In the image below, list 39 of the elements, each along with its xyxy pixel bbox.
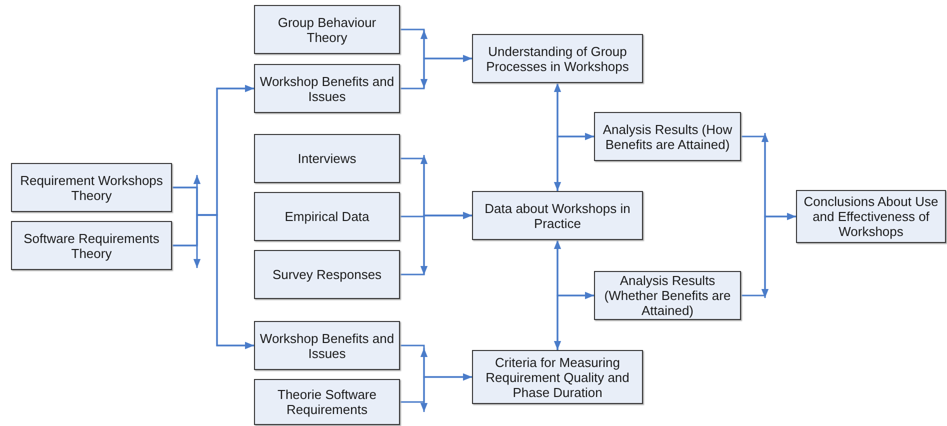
- process-box: [254, 64, 400, 113]
- box-text: Survey Responses: [271, 267, 383, 282]
- box-text: Criteria for Measuring Requirement Quality and Phase Duration: [484, 354, 630, 400]
- box-text: Data about Workshops in Practice: [484, 200, 632, 230]
- arrow: [554, 240, 562, 350]
- arrow: [556, 292, 594, 350]
- process-box: [11, 163, 172, 212]
- process-box: [254, 134, 400, 183]
- arrow: [400, 212, 472, 276]
- process-box: [472, 34, 643, 83]
- arrow: [554, 83, 562, 191]
- box-text: Workshop Benefits and Issues: [258, 74, 396, 104]
- box-text: Conclusions About Use and Effectiveness of Workshops: [802, 194, 940, 239]
- process-box: [254, 321, 400, 370]
- process-box: [254, 5, 400, 54]
- box-text: Analysis Results (How Benefits are Attained): [602, 122, 734, 152]
- box-text: Theorie Software Requirements: [276, 387, 378, 417]
- process-box: [11, 221, 172, 270]
- box-text: Workshop Benefits and Issues: [258, 330, 396, 360]
- process-box: [594, 271, 741, 320]
- box-text: Group Behaviour Theory: [276, 14, 378, 44]
- process-box: [472, 350, 643, 404]
- arrow: [400, 373, 472, 403]
- box-text: Interviews: [296, 151, 358, 166]
- arrow: [400, 54, 472, 90]
- box-text: Software Requirements Theory: [22, 230, 160, 260]
- process-box: [254, 250, 400, 299]
- process-box: [594, 112, 741, 161]
- box-text: Analysis Results (Whether Benefits are Attained): [603, 273, 732, 318]
- process-box: [254, 379, 400, 425]
- box-text: Empirical Data: [284, 209, 370, 224]
- box-text: Requirement Workshops Theory: [19, 172, 164, 202]
- arrow: [556, 132, 594, 191]
- arrow: [741, 212, 796, 296]
- arrow: [172, 214, 254, 350]
- box-text: Understanding of Group Processes in Workshops: [485, 44, 630, 74]
- process-box: [796, 190, 946, 243]
- process-box: [472, 191, 643, 240]
- process-box: [254, 192, 400, 241]
